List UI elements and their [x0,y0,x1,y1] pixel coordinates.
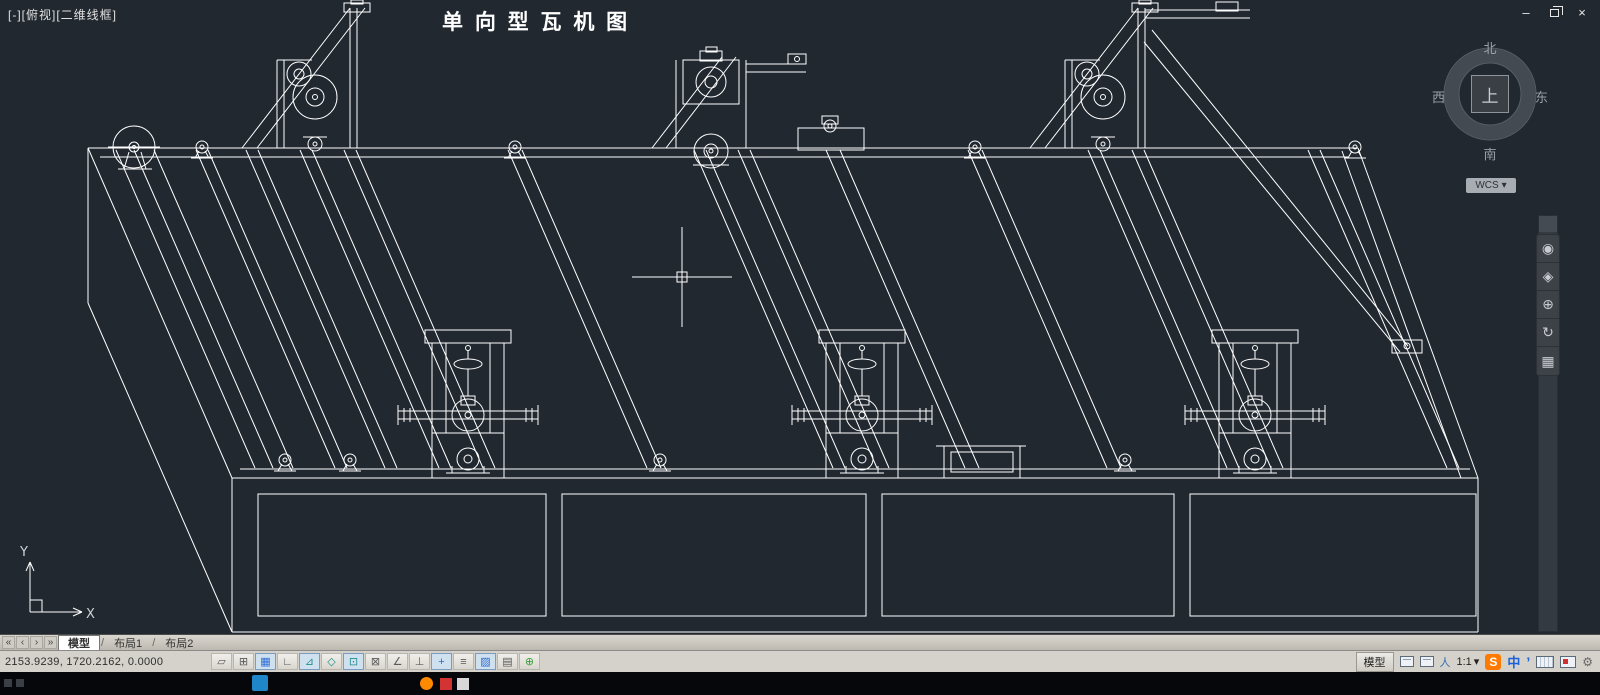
restore-button[interactable] [1546,5,1563,20]
tab-last-icon[interactable]: » [44,636,57,649]
wcs-dropdown[interactable]: WCS ▾ [1466,178,1516,193]
tab-model[interactable]: 模型 [58,635,100,650]
drawing-title-text: 单 向 型 瓦 机 图 [442,11,631,34]
ucs-x-label: X [86,607,95,622]
taskbar-icon[interactable] [440,678,452,690]
ortho-toggle[interactable]: ∟ [277,653,298,670]
viewcube-west-label[interactable]: 西 [1432,90,1446,105]
conveyor-belts [115,149,1460,469]
status-settings-gear-icon[interactable]: ⚙ [1582,654,1593,669]
object-snap-tracking-toggle[interactable]: ∠ [387,653,408,670]
minimize-button[interactable]: – [1522,5,1530,20]
machine-bed [87,147,1479,633]
tab-first-icon[interactable]: « [2,636,15,649]
viewcube-east-label[interactable]: 东 [1534,90,1548,105]
navigation-wheel-icon[interactable]: ◉ [1537,235,1559,263]
wcs-label: WCS [1475,180,1499,191]
close-button[interactable]: × [1578,5,1586,20]
showmotion-icon[interactable]: ▦ [1541,352,1555,369]
status-bar: 2153.9239, 1720.2162, 0.0000 ▱ ⊞ ▦ ∟ ⊿ ◇… [0,650,1600,672]
taskbar-icon[interactable] [4,679,12,687]
orbit-icon[interactable]: ↻ [1537,319,1559,347]
crosshair-cursor [632,227,732,327]
selection-cycling-toggle[interactable]: ⊕ [519,653,540,670]
viewcube[interactable]: 北 西 东 南 上 [1432,36,1548,166]
motor-bracket [797,115,865,151]
grid-toggle[interactable]: ▦ [255,653,276,670]
layout-tab-row: « ‹ › » 模型 / 布局1 / 布局2 [0,634,1600,650]
snap-toggle[interactable]: ⊞ [233,653,254,670]
viewport-controls[interactable]: [-][俯视][二维线框] [8,8,118,22]
viewcube-compass-ring[interactable] [1440,44,1540,144]
taskbar-icon[interactable] [16,679,24,687]
taskbar-icon[interactable] [420,677,433,690]
viewcube-top-face[interactable]: 上 [1471,75,1509,113]
tab-prev-icon[interactable]: ‹ [16,636,29,649]
ime-punctuation-toggle[interactable]: ’ [1526,653,1531,670]
tower-1 [241,0,371,152]
window-controls: – × [1518,5,1590,20]
transparency-toggle[interactable]: ▨ [475,653,496,670]
tab-next-icon[interactable]: › [30,636,43,649]
quick-view-drawings-icon[interactable] [1419,656,1434,667]
tab-layout2[interactable]: 布局2 [165,637,194,650]
rollers [190,140,1367,472]
viewcube-north-label[interactable]: 北 [1483,41,1497,56]
tab-separator: / [152,636,156,649]
tower-3 [1029,0,1423,354]
coordinates-readout: 2153.9239, 1720.2162, 0.0000 [5,655,164,668]
tab-separator: / [101,636,105,649]
model-space-toggle[interactable]: 模型 [1355,651,1394,672]
taskbar-icon[interactable] [457,678,469,690]
dynamic-input-toggle[interactable]: + [431,653,452,670]
3d-object-snap-toggle[interactable]: ⊠ [365,653,386,670]
zoom-icon[interactable]: ⊕ [1537,291,1559,319]
front-feed-box [936,445,1026,479]
annotation-scale-control[interactable]: 1:1 ▾ [1456,655,1480,669]
annotation-visibility-icon[interactable]: 人 [1439,656,1451,669]
pan-icon[interactable]: ◈ [1537,263,1559,291]
drawing-canvas[interactable]: Y X [-][俯视][二维线框] 单 向 型 瓦 机 图 – × 北 西 东 … [0,0,1600,634]
gearbox-2 [791,329,933,479]
ucs-y-label: Y [19,545,28,560]
viewcube-south-label[interactable]: 南 [1483,147,1497,162]
tower-2 [651,46,807,169]
ucs-icon: Y X [19,545,95,622]
annotation-scale-value: 1:1 [1456,655,1472,668]
wcs-caret-icon: ▾ [1501,180,1507,191]
infer-constraints-toggle[interactable]: ▱ [211,653,232,670]
scrollbar-button[interactable] [1539,216,1557,232]
dynamic-ucs-toggle[interactable]: ⊥ [409,653,430,670]
isodraft-toggle[interactable]: ◇ [321,653,342,670]
polar-tracking-toggle[interactable]: ⊿ [299,653,320,670]
ime-toolbox-icon[interactable] [1560,655,1577,668]
taskbar-app-icon[interactable] [252,675,268,691]
ime-keyboard-icon[interactable] [1536,655,1555,668]
status-bar-right: 模型 人 1:1 ▾ S 中 ’ ⚙ [1355,651,1596,672]
lineweight-toggle[interactable]: ≡ [453,653,474,670]
scale-caret-icon: ▾ [1473,656,1480,668]
quick-properties-toggle[interactable]: ▤ [497,653,518,670]
windows-taskbar [0,672,1600,695]
ime-language-toggle[interactable]: 中 [1507,655,1521,670]
navigation-bar: ◉ ◈ ⊕ ↻ ▦ [1536,234,1560,376]
ime-brand-icon[interactable]: S [1485,653,1502,670]
tab-layout1[interactable]: 布局1 [114,637,143,650]
object-snap-toggle[interactable]: ⊡ [343,653,364,670]
gearbox-1 [397,329,539,479]
machine-drawing: Y X [19,0,1479,633]
quick-view-layouts-icon[interactable] [1399,656,1414,667]
left-pulley [108,125,160,170]
